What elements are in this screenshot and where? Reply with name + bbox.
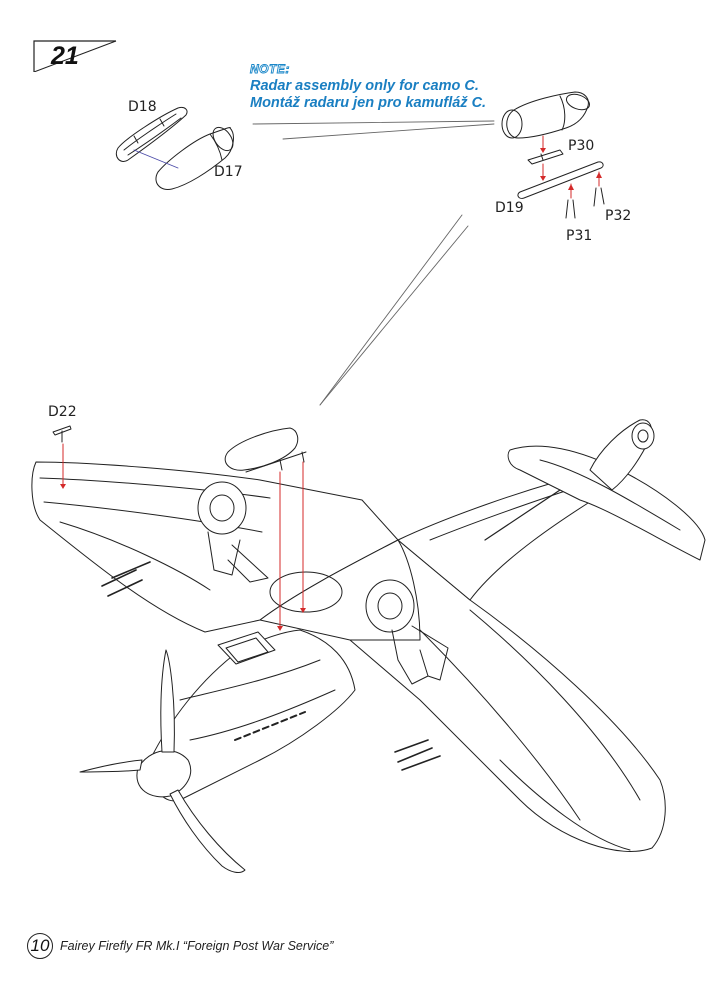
main-wheel-left	[197, 481, 247, 535]
part-d17-radar-pod	[155, 126, 234, 191]
radar-pod-detail	[501, 91, 591, 139]
tail-wheel	[631, 422, 655, 450]
d18-d17-guide-line	[133, 149, 179, 169]
label-d19: D19	[495, 200, 524, 216]
part-p32-leg	[593, 187, 605, 207]
spinner	[136, 750, 192, 798]
note-text-czech: Montáž radaru jen pro kamufláž C.	[250, 95, 487, 111]
main-wheel-right	[365, 579, 415, 633]
page-number: 10	[27, 933, 53, 959]
part-p30-bracket	[527, 149, 564, 165]
footer-title: Fairey Firefly FR Mk.I “Foreign Post War…	[60, 939, 334, 953]
propeller-blade-left	[79, 759, 143, 773]
label-p30: P30	[568, 138, 594, 154]
part-d22	[52, 425, 72, 443]
radar-pod-installed	[224, 427, 299, 471]
callout-lines	[252, 120, 495, 406]
label-p32: P32	[605, 208, 631, 224]
arrow-heads	[60, 148, 602, 631]
propeller-blade-lower	[169, 789, 246, 874]
aircraft-drawing	[31, 419, 706, 874]
assembly-arrows	[62, 135, 600, 629]
radar-mount-area	[269, 571, 343, 613]
label-p31: P31	[566, 228, 592, 244]
part-d18-radar-mount	[115, 107, 188, 162]
part-d19-strut	[517, 161, 604, 199]
label-d22: D22	[48, 404, 77, 420]
propeller-blade-upper	[160, 649, 175, 753]
rockets-left	[101, 561, 151, 597]
label-d17: D17	[214, 164, 243, 180]
label-d18: D18	[128, 99, 157, 115]
rockets-right	[394, 739, 441, 771]
step-number: 21	[51, 42, 79, 70]
part-p31-leg	[565, 199, 576, 219]
step-number-box	[33, 40, 117, 72]
note-text-english: Radar assembly only for camo C.	[250, 78, 479, 94]
note-title: NOTE:	[250, 62, 290, 77]
